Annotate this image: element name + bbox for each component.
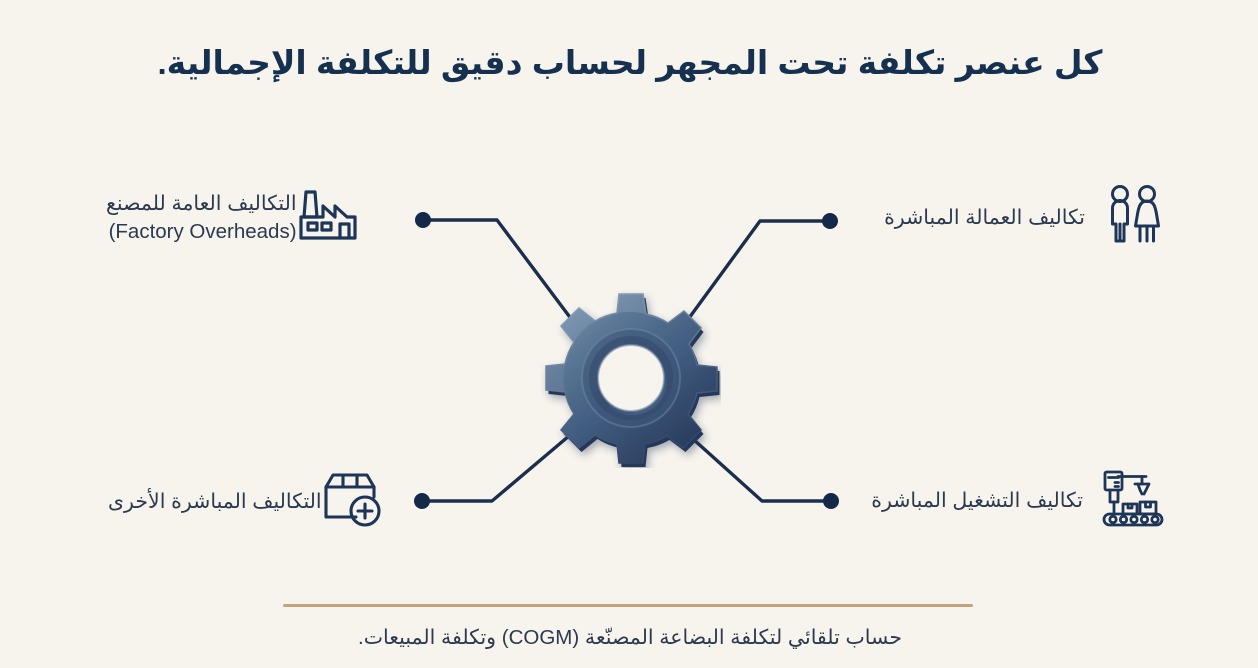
center-gear [541,288,721,468]
node-factory-overheads-label: التكاليف العامة للمصنع (Factory Overhead… [106,190,297,245]
node-factory-overheads-label-ar: التكاليف العامة للمصنع [106,192,297,216]
node-other-direct-costs[interactable]: التكاليف المباشرة الأخرى [92,470,407,533]
footer-divider [283,604,973,607]
conveyor-robot-icon [1101,468,1165,533]
page-title: كل عنصر تكلفة تحت المجهر لحساب دقيق للتك… [157,44,1103,81]
connector-dot-bottom-left [414,493,430,509]
connector-dot-bottom-right [823,493,839,509]
connector-dot-top-left [415,212,431,228]
node-factory-overheads[interactable]: التكاليف العامة للمصنع (Factory Overhead… [92,186,407,249]
node-other-direct-costs-label-ar: التكاليف المباشرة الأخرى [108,489,322,513]
node-direct-operating-costs-label: تكاليف التشغيل المباشرة [871,487,1083,514]
factory-icon [297,186,359,249]
connector-dot-top-right [822,213,838,229]
node-direct-labor-costs[interactable]: تكاليف العمالة المباشرة [845,184,1165,251]
node-direct-labor-costs-label-ar: تكاليف العمالة المباشرة [884,205,1085,229]
footer-note: حساب تلقائي لتكلفة البضاعة المصنّعة (COG… [358,626,902,649]
node-other-direct-costs-label: التكاليف المباشرة الأخرى [108,488,322,515]
node-direct-operating-costs-label-ar: تكاليف التشغيل المباشرة [871,488,1083,512]
people-icon [1103,184,1165,251]
box-plus-icon [322,470,382,533]
node-direct-labor-costs-label: تكاليف العمالة المباشرة [884,204,1085,231]
node-factory-overheads-label-en: (Factory Overheads) [108,219,297,243]
node-direct-operating-costs[interactable]: تكاليف التشغيل المباشرة [845,468,1165,533]
